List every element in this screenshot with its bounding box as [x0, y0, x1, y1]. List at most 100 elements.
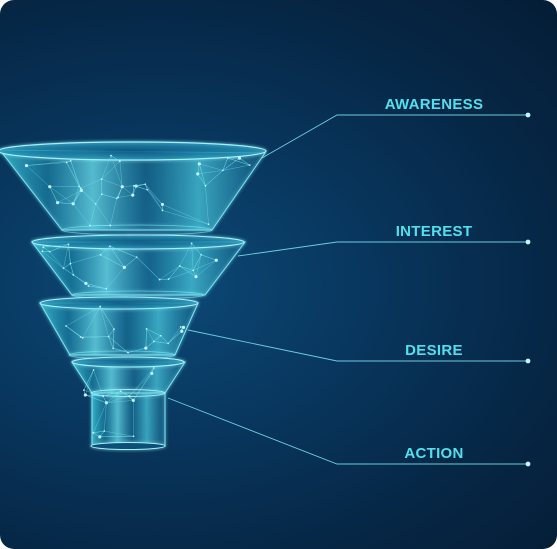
mesh-node — [65, 161, 68, 164]
mesh-edge — [72, 190, 82, 204]
mesh-edge — [65, 306, 101, 327]
mesh-edge — [100, 254, 125, 268]
mesh-edge — [43, 246, 50, 252]
mesh-edge — [49, 244, 69, 252]
stage-label-action: ACTION — [404, 445, 463, 462]
mesh-edge — [57, 202, 74, 204]
funnel-tier-desire — [39, 296, 199, 360]
mesh-node — [41, 250, 44, 253]
mesh-edge — [145, 184, 163, 211]
mesh-edge — [124, 257, 137, 268]
mesh-edge — [82, 336, 109, 339]
mesh-edge — [153, 341, 169, 344]
mesh-edge — [222, 157, 240, 171]
mesh-edge — [63, 263, 71, 269]
mesh-edge — [89, 203, 96, 226]
mesh-edge — [197, 173, 206, 186]
mesh-node — [81, 336, 84, 339]
mesh-node — [150, 371, 154, 376]
mesh-edge — [73, 274, 87, 284]
mesh-node — [207, 223, 210, 226]
mesh-edge — [85, 394, 104, 397]
mesh-edge — [80, 178, 102, 189]
mesh-edge — [129, 373, 153, 397]
mesh-edge — [201, 254, 217, 261]
mesh-edge — [167, 326, 181, 344]
mesh-edge — [147, 189, 163, 205]
mesh-edge — [101, 155, 112, 180]
mesh-edge — [103, 390, 121, 397]
funnel-tier-awareness — [0, 141, 267, 236]
mesh-node — [48, 185, 52, 189]
mesh-node — [83, 393, 87, 397]
mesh-edge — [192, 270, 197, 277]
mesh-node — [120, 185, 124, 189]
mesh-node — [132, 184, 135, 187]
mesh-node — [204, 184, 207, 187]
funnel-tier-action — [71, 356, 186, 450]
mesh-node — [197, 162, 201, 166]
mesh-node — [161, 209, 164, 212]
mesh-edge — [101, 193, 117, 199]
mesh-edge — [122, 186, 133, 196]
mesh-edge — [108, 328, 115, 337]
mesh-edge — [159, 265, 180, 280]
mesh-edge — [239, 157, 250, 166]
mesh-edge — [80, 188, 96, 204]
mesh-edge — [159, 278, 169, 280]
mesh-node — [99, 305, 102, 308]
mesh-edge — [160, 335, 169, 344]
mesh-edge — [57, 190, 82, 203]
mesh-edge — [110, 155, 120, 162]
mesh-node — [214, 258, 218, 262]
funnel-tier-interest — [30, 234, 247, 300]
mesh-edge — [122, 185, 134, 187]
stage-label-awareness: AWARENESS — [385, 96, 484, 113]
stage-label-interest: INTEREST — [396, 223, 473, 240]
leader-line-awareness — [261, 112, 531, 159]
mesh-edge — [193, 259, 217, 271]
mesh-edge — [168, 265, 180, 280]
mesh-edge — [133, 184, 146, 186]
mesh-edge — [100, 306, 115, 330]
mesh-edge — [72, 188, 81, 204]
mesh-edge — [227, 157, 250, 166]
mesh-edge — [110, 155, 123, 187]
mesh-edge — [205, 185, 209, 225]
mesh-edge — [88, 285, 107, 289]
mesh-edge — [109, 246, 125, 268]
mesh-edge — [146, 328, 155, 342]
mesh-edge — [70, 160, 81, 189]
mesh-edge — [49, 186, 74, 204]
mesh-edge — [93, 402, 107, 433]
mesh-edge — [195, 260, 217, 277]
mesh-edge — [66, 162, 81, 189]
mesh-edge — [65, 325, 83, 339]
mesh-edge — [110, 198, 117, 226]
mesh-edge — [99, 306, 109, 337]
mesh-edge — [195, 254, 202, 277]
mesh-edge — [145, 184, 163, 205]
mesh-edge — [63, 267, 74, 276]
mesh-node — [144, 346, 148, 350]
mesh-edge — [104, 430, 134, 437]
mesh-node — [160, 202, 165, 207]
mesh-edge — [192, 254, 202, 271]
mesh-node — [190, 242, 193, 245]
mesh-edge — [49, 251, 64, 269]
mesh-edge — [49, 186, 58, 203]
mesh-edge — [119, 161, 123, 187]
mesh-edge — [179, 265, 197, 277]
mesh-edge — [132, 185, 135, 196]
mesh-edge — [103, 402, 107, 432]
mesh-edge — [63, 244, 69, 269]
mesh-edge — [222, 157, 228, 171]
mesh-node — [92, 431, 95, 434]
mesh-node — [100, 178, 103, 180]
mesh-edge — [82, 306, 101, 338]
mesh-edge — [26, 160, 71, 166]
mesh-edge — [106, 400, 134, 404]
mesh-edge — [106, 395, 130, 403]
